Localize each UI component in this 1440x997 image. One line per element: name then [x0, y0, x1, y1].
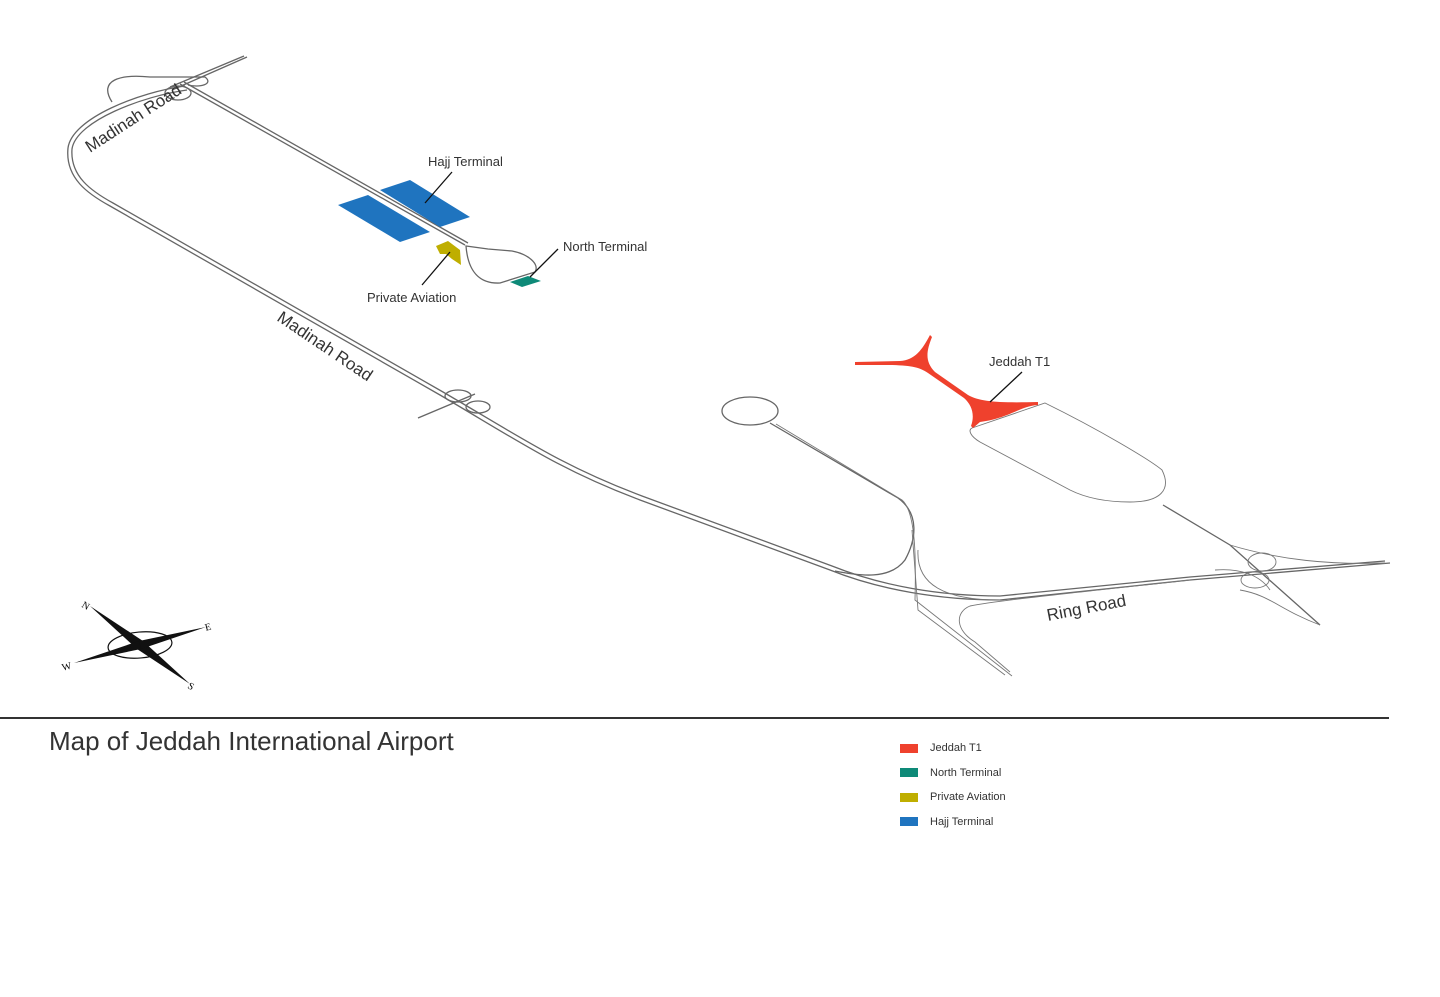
compass-e: E — [204, 622, 213, 634]
label-private-aviation: Private Aviation — [367, 290, 456, 305]
t1-access-road — [1162, 504, 1321, 626]
madinah-road-loop — [67, 85, 1391, 601]
hajj-terminal-east — [380, 180, 470, 227]
interchange-ramps — [1214, 544, 1386, 626]
compass-n: N — [80, 600, 92, 613]
interchange-loop-b — [1240, 571, 1270, 589]
hajj-terminal-west — [338, 195, 430, 242]
compass-s: S — [186, 681, 196, 693]
legend-label: Jeddah T1 — [930, 742, 982, 755]
t1-loop-road — [969, 402, 1166, 503]
compass-w: W — [61, 661, 74, 674]
spur-road — [769, 422, 915, 576]
ring-road-ramp — [958, 579, 1191, 673]
divider — [0, 717, 1389, 719]
label-madinah-road-bottom: Madinah Road — [274, 308, 376, 386]
legend-item-north-terminal: North Terminal — [900, 761, 1006, 786]
legend-item-private-aviation: Private Aviation — [900, 785, 1006, 810]
middle-loop-b — [465, 400, 491, 414]
leader-lines — [421, 171, 1023, 403]
airport-road-north-2 — [183, 81, 469, 244]
legend-label: Hajj Terminal — [930, 815, 994, 828]
label-north-terminal: North Terminal — [563, 239, 647, 254]
legend: Jeddah T1 North Terminal Private Aviatio… — [900, 736, 1006, 834]
legend-swatch — [900, 792, 918, 802]
label-hajj-terminal: Hajj Terminal — [428, 154, 503, 169]
spur-road-2 — [775, 423, 1013, 677]
airport-road-north — [179, 83, 466, 246]
label-ring-road: Ring Road — [1045, 591, 1127, 625]
airport-map: Hajj Terminal North Terminal Private Avi… — [61, 55, 1391, 693]
legend-item-hajj-terminal: Hajj Terminal — [900, 810, 1006, 835]
label-jeddah-t1: Jeddah T1 — [989, 354, 1050, 369]
roads — [67, 55, 1391, 677]
legend-label: North Terminal — [930, 766, 1002, 779]
legend-swatch — [900, 743, 918, 753]
middle-crossing — [417, 393, 476, 419]
jeddah-t1-area — [855, 335, 1038, 428]
label-madinah-road-top: Madinah Road — [82, 80, 185, 156]
legend-swatch — [900, 768, 918, 778]
spur-road-3 — [911, 529, 1006, 676]
top-crossing — [169, 55, 248, 91]
interchange-loop-a — [1247, 552, 1277, 572]
terminals — [338, 180, 1038, 428]
legend-item-jeddah-t1: Jeddah T1 — [900, 736, 1006, 761]
spur-turnaround — [721, 396, 779, 426]
compass-rose: N E S W — [61, 600, 213, 693]
north-terminal-area — [510, 276, 541, 287]
top-cloverleaf-loop — [164, 85, 192, 101]
legend-label: Private Aviation — [930, 791, 1006, 804]
legend-swatch — [900, 817, 918, 827]
madinah-road-loop-inner — [71, 89, 1386, 597]
map-title: Map of Jeddah International Airport — [49, 726, 454, 756]
top-cloverleaf — [107, 75, 209, 103]
middle-loop-a — [444, 389, 472, 403]
